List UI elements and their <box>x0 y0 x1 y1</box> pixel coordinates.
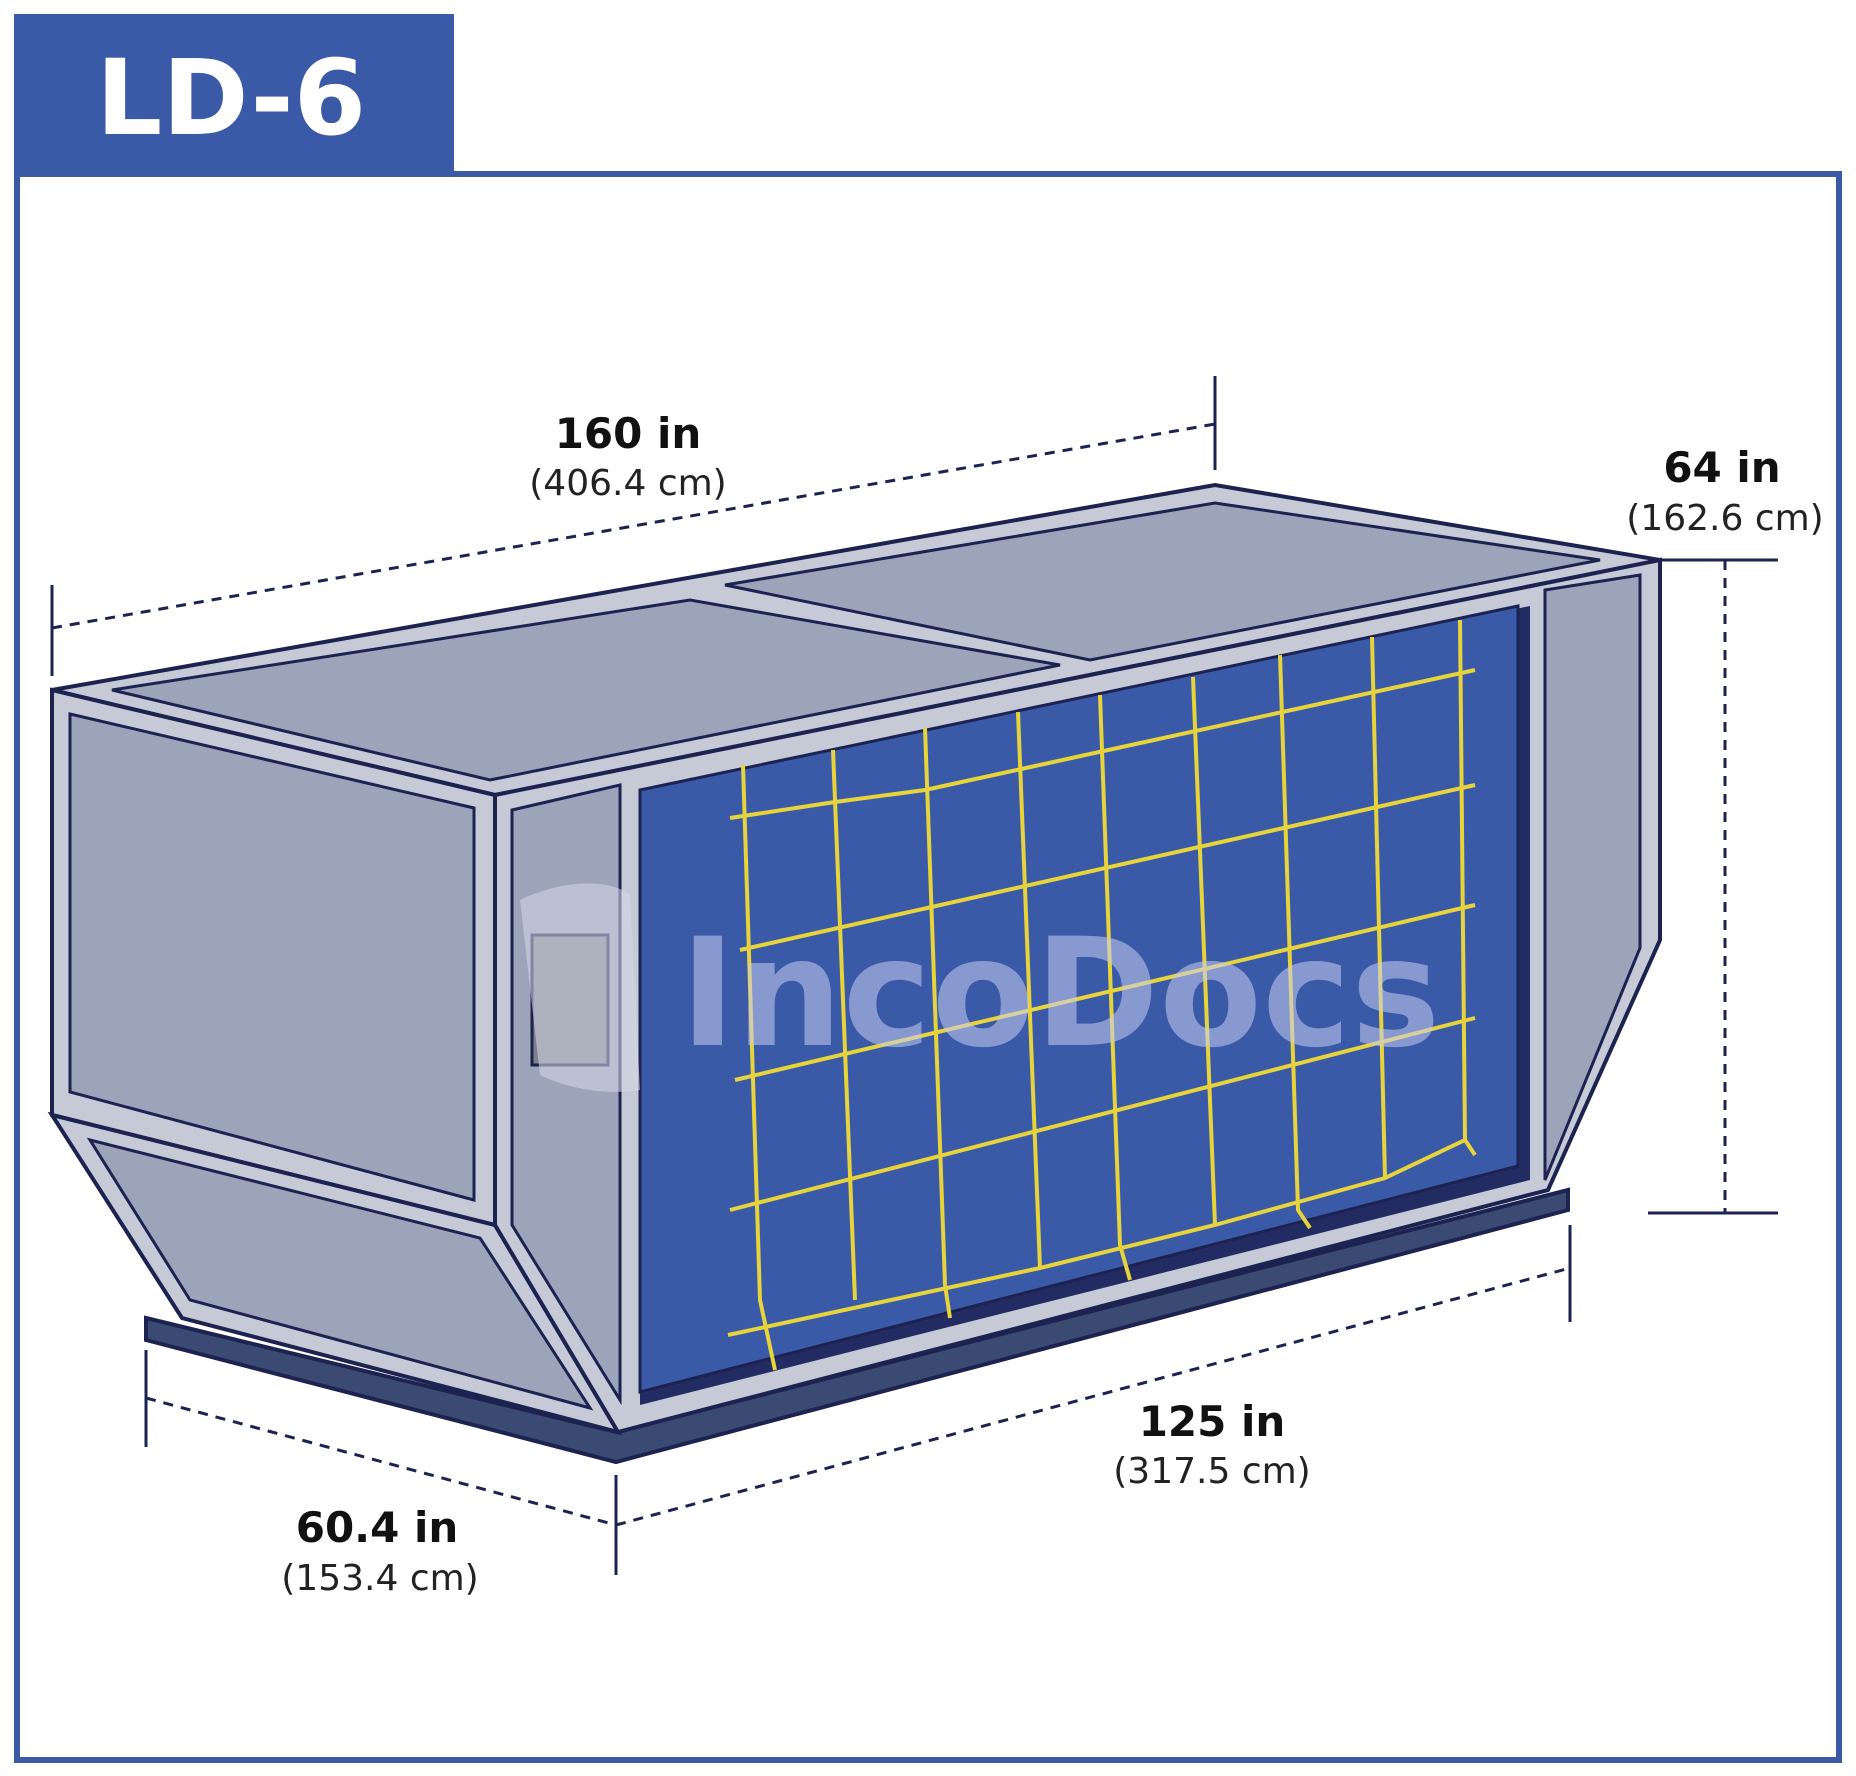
base-label-metric: (317.5 cm) <box>1113 1451 1310 1492</box>
left-end-panel-upper <box>68 712 476 1202</box>
title-text: LD-6 <box>96 37 366 159</box>
dimension-lines <box>50 376 1778 1575</box>
net-strand <box>734 903 1476 1082</box>
right-side-panel <box>1543 573 1642 1181</box>
net-strand <box>741 764 777 1371</box>
cargo-net <box>727 619 1477 1371</box>
height-label-metric: (162.6 cm) <box>1626 498 1823 539</box>
diagram-frame <box>14 171 1842 1763</box>
watermark-logo-icon <box>520 883 640 1092</box>
net-strand <box>923 727 952 1319</box>
net-strand <box>831 749 857 1301</box>
base-label-imperial: 125 in <box>1139 1397 1286 1446</box>
top-panel-left <box>111 598 1061 782</box>
net-strand <box>1191 676 1217 1226</box>
net-strand <box>1278 654 1312 1230</box>
watermark-logo-text: IncoDocs <box>680 907 1440 1081</box>
left-lower-panel <box>86 1137 594 1411</box>
height-label-imperial: 64 in <box>1663 443 1780 492</box>
dimension-labels: 160 in (406.4 cm) 64 in (162.6 cm) 125 i… <box>281 409 1823 1599</box>
depth-label-metric: (153.4 cm) <box>281 1558 478 1599</box>
length-label-metric: (406.4 cm) <box>529 463 726 504</box>
title-tab <box>14 14 454 174</box>
net-strand <box>1458 619 1477 1157</box>
net-strand <box>729 1016 1476 1212</box>
uld-container <box>47 482 1662 1465</box>
length-label-imperial: 160 in <box>555 409 702 458</box>
base-dashed <box>615 1266 1571 1527</box>
depth-label-imperial: 60.4 in <box>296 1503 459 1552</box>
net-strand <box>1098 694 1132 1281</box>
net-strand <box>1370 636 1387 1179</box>
top-panel-right <box>724 501 1601 662</box>
net-strand <box>729 668 1476 820</box>
net-strand <box>1016 711 1042 1269</box>
depth-dashed <box>145 1396 617 1527</box>
